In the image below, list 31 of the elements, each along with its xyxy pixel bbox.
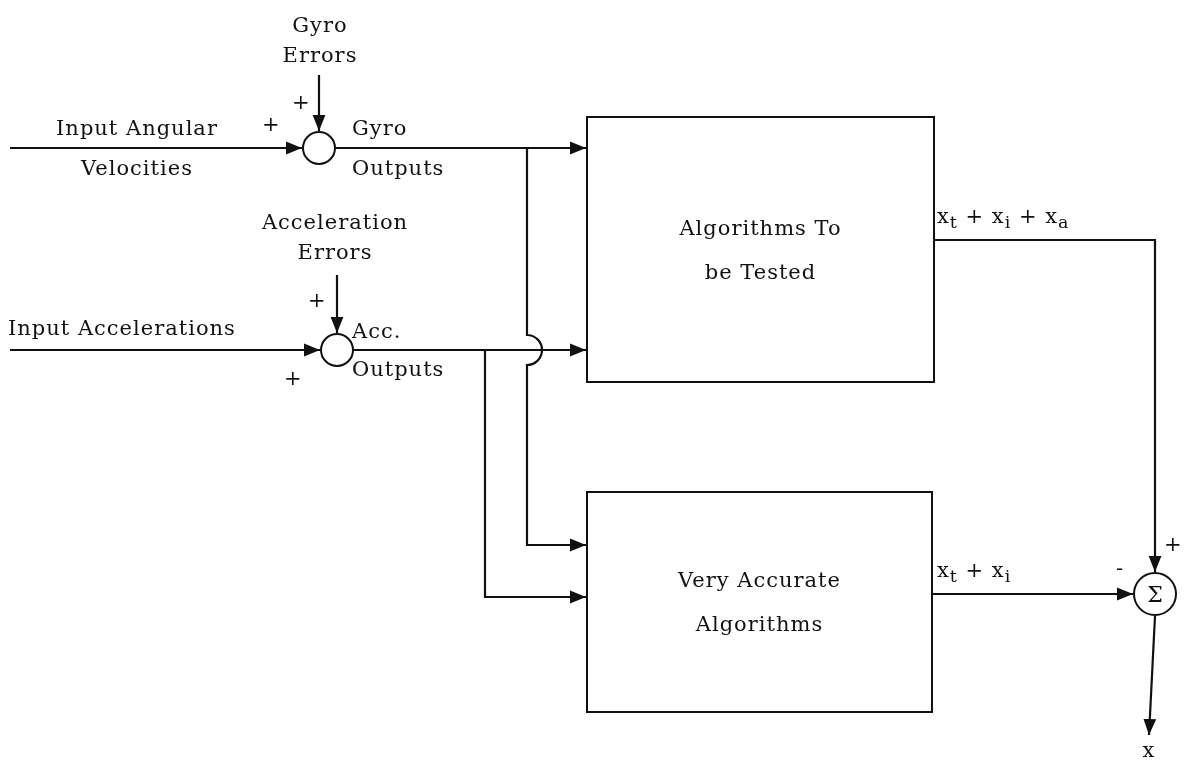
summing-junction-circle (320, 333, 354, 367)
sign-label: + (292, 90, 310, 114)
block-box (586, 116, 935, 383)
sign-label: + (308, 288, 326, 312)
block-title: Very Accurate Algorithms (676, 567, 842, 638)
edge-label: x$_{t}$ + x$_{i}$ + x$_{a}$ (937, 203, 1071, 235)
signal-arrow (933, 587, 1133, 601)
block-box (586, 491, 933, 713)
signal-arrow (354, 348, 586, 604)
signal-arrow (312, 75, 326, 131)
sign-label: - (1116, 556, 1124, 580)
edge-label: Input Angular Velocities (55, 115, 219, 182)
summing-junction-circle: Σ (1133, 572, 1177, 616)
signal-arrow (10, 141, 302, 155)
signal-arrow (336, 146, 586, 552)
signal-arrow (1143, 615, 1157, 736)
block-title: Algorithms To be Tested (678, 214, 843, 286)
signal-arrow (10, 343, 320, 357)
edge-label: Acc. Outputs (352, 318, 446, 383)
summing-junction-circle (302, 131, 336, 165)
signal-name: Gyro Errors (270, 10, 370, 70)
signal-arrow (330, 275, 344, 333)
edge-label: x$_{t}$ + x$_{i}$ (937, 557, 1013, 589)
signal-name: x (1138, 737, 1160, 763)
edge-label: Input Accelerations (8, 315, 237, 342)
sign-label: + (284, 366, 302, 390)
signal-arrow (935, 238, 1162, 572)
edge-label: Gyro Outputs (352, 115, 446, 182)
sign-label: + (262, 112, 280, 136)
sign-label: + (1164, 532, 1182, 556)
signal-name: Acceleration Errors (245, 204, 425, 270)
